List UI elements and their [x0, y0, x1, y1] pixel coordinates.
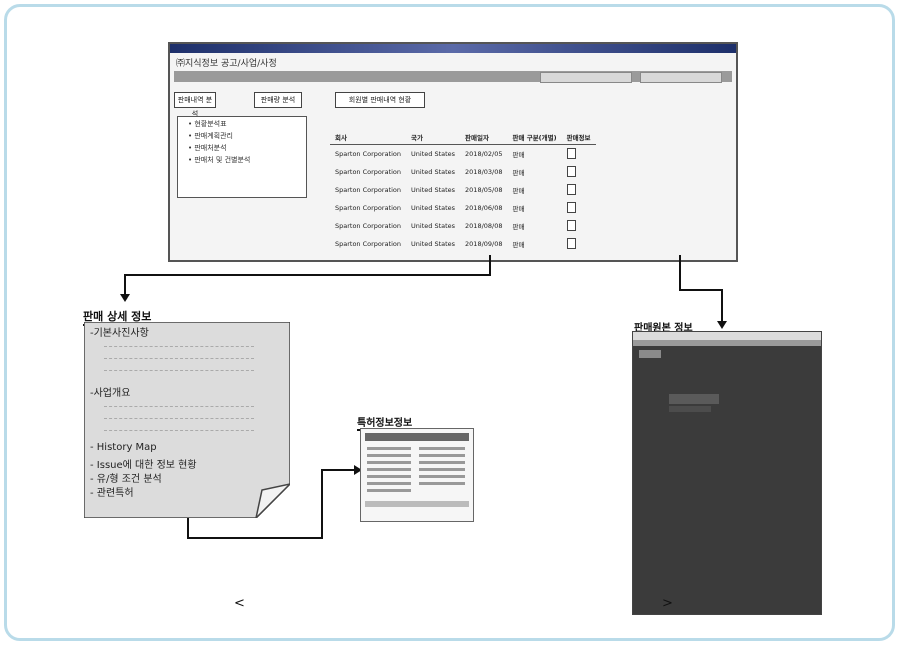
tree-item[interactable]: • 판매처분석 — [188, 144, 227, 152]
document-page-shape — [84, 322, 290, 518]
arrowhead-original — [717, 321, 727, 329]
nav-bar — [174, 71, 732, 82]
category-tree: • 현황분석표 • 판매계획관리 • 판매처분석 • 판매처 및 건별분석 — [177, 116, 307, 198]
doc-item: -기본사진사항 — [90, 328, 149, 339]
document-icon[interactable] — [566, 237, 576, 249]
tree-item[interactable]: • 판매처 및 건별분석 — [188, 156, 251, 164]
col-header-type: 판매 구분(개별) — [507, 130, 562, 145]
document-icon[interactable] — [566, 165, 576, 177]
caption-right: > — [662, 596, 673, 611]
arrowhead-detail — [120, 294, 130, 302]
doc-item: - Issue에 대한 정보 현황 — [90, 460, 197, 471]
arrow-to-detail — [124, 255, 491, 295]
document-icon[interactable] — [566, 219, 576, 231]
doc-item: -사업개요 — [90, 388, 131, 399]
tab-sales-volume[interactable]: 판매량 분석 — [254, 92, 302, 108]
col-header-date: 판매일자 — [460, 130, 508, 145]
doc-item: - 관련특허 — [90, 488, 134, 499]
window-title: ㈜지식정보 공고/사업/사정 — [176, 59, 277, 69]
col-header-country: 국가 — [406, 130, 461, 145]
patent-document-thumbnail — [360, 428, 474, 522]
nav-button-2[interactable] — [640, 72, 722, 83]
app-window-screenshot: ㈜지식정보 공고/사업/사정 판매내역 분석 판매량 분석 회원별 판매내역 현… — [168, 42, 738, 262]
tree-item[interactable]: • 판매계획관리 — [188, 132, 233, 140]
caption-left: < — [234, 596, 245, 611]
document-icon[interactable] — [566, 201, 576, 213]
tab-member-sales[interactable]: 회원별 판매내역 현황 — [335, 92, 425, 108]
arrowhead-patent — [354, 465, 362, 475]
doc-item: - 유/형 조건 분석 — [90, 474, 162, 485]
arrow-to-original — [679, 255, 723, 322]
doc-item: - History Map — [90, 442, 157, 453]
col-header-company: 회사 — [330, 130, 407, 145]
results-table: 회사 국가 판매일자 판매 구분(개별) 판매정보 Sparton Corpor… — [330, 130, 596, 253]
original-document-screenshot — [632, 331, 822, 615]
tree-item[interactable]: • 현황분석표 — [188, 120, 227, 128]
nav-button-1[interactable] — [540, 72, 632, 83]
tab-sales-analysis[interactable]: 판매내역 분석 — [174, 92, 216, 118]
document-page: -기본사진사항 -사업개요 - History Map - Issue에 대한 … — [84, 322, 290, 518]
document-icon[interactable] — [566, 183, 576, 195]
document-icon[interactable] — [566, 147, 576, 159]
arrow-to-patent — [187, 469, 355, 539]
col-header-info: 판매정보 — [561, 130, 596, 145]
window-titlebar — [170, 44, 736, 53]
